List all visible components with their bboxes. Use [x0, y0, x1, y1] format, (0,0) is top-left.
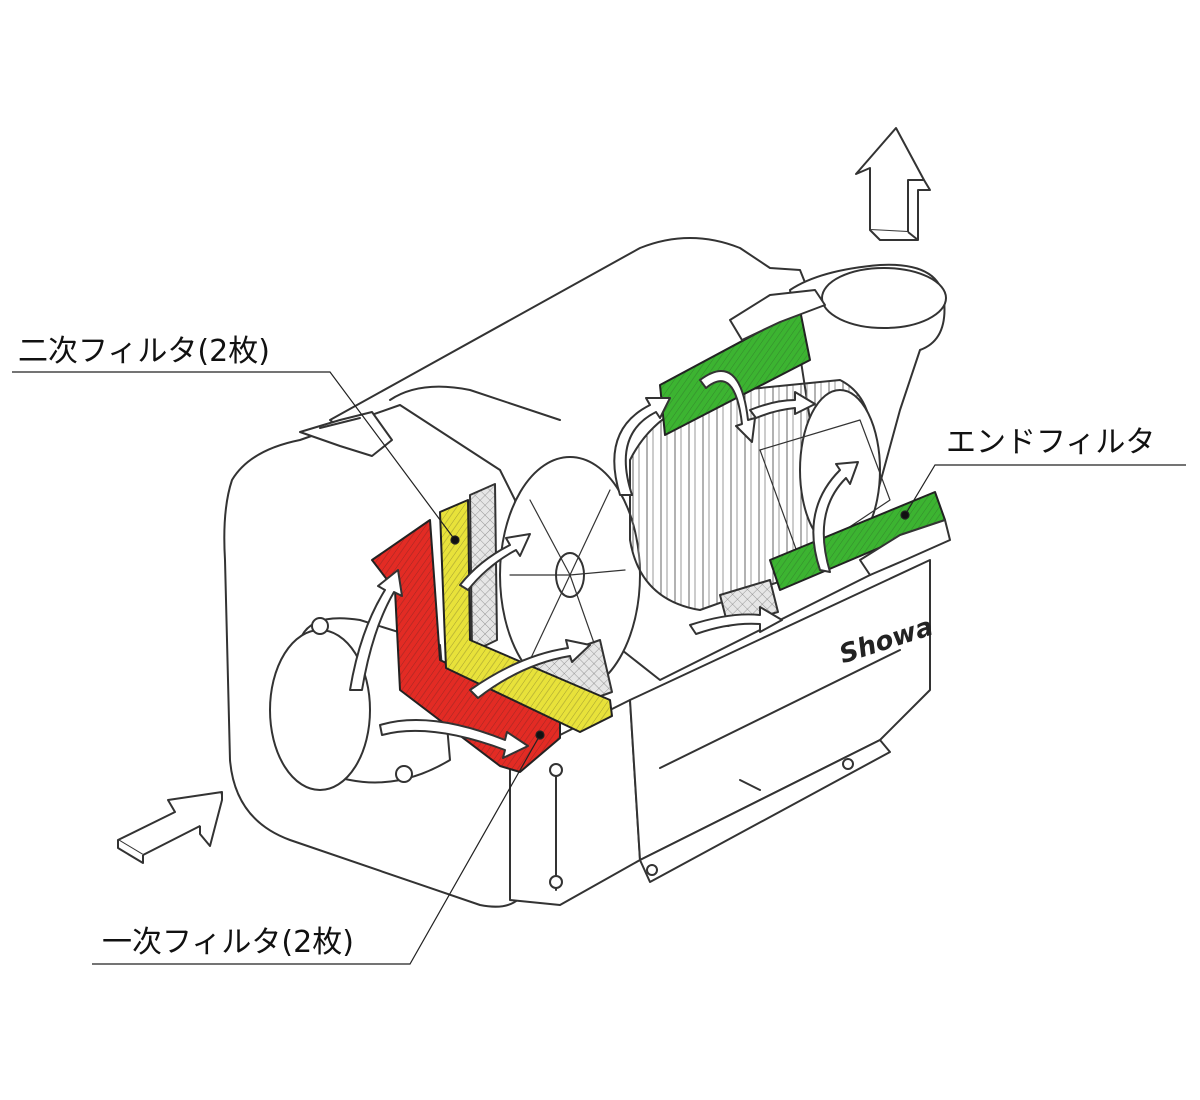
latch-clip-front	[299, 411, 393, 457]
inlet-opening	[269, 629, 371, 791]
base-plate	[639, 739, 891, 883]
motor-guard	[759, 419, 891, 561]
leader-end	[904, 464, 1186, 516]
outlet-arrow-icon	[855, 127, 931, 241]
leader-primary	[92, 734, 541, 965]
secondary-filter	[439, 499, 613, 733]
inlet-arrow-icon	[117, 791, 223, 864]
latch-clip-right	[859, 519, 951, 576]
outlet-opening	[821, 267, 947, 329]
primary-filter-label: 一次フィルタ(2枚)	[102, 925, 354, 960]
leader-secondary	[12, 371, 456, 541]
secondary-filter-label: 二次フィルタ(2枚)	[18, 334, 270, 369]
airflow-arrows	[349, 370, 859, 759]
primary-filter	[371, 519, 561, 773]
end-filter-label: エンドフィルタ	[946, 425, 1156, 460]
latch-clip-top	[729, 289, 826, 341]
